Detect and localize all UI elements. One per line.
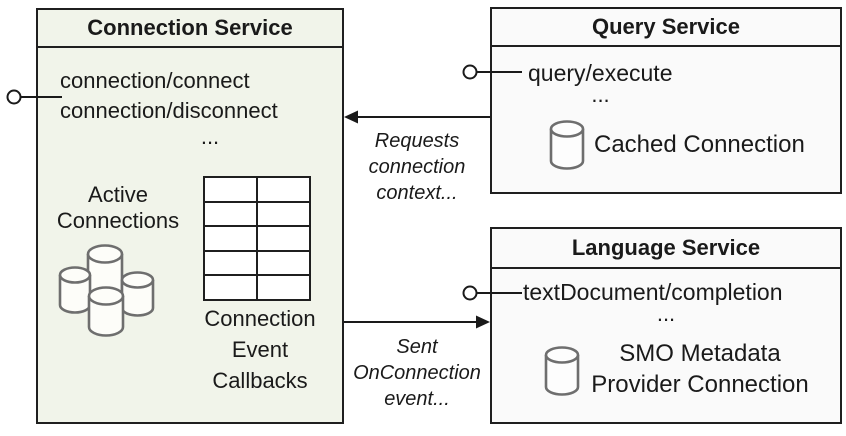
query-methods-ellipsis: ...: [591, 82, 610, 107]
language-service-box: Language Service: [490, 227, 842, 424]
sent-onconnection-event-arrow: [344, 315, 490, 329]
connection-method-disconnect: connection/disconnect: [60, 98, 278, 123]
language-methods-ellipsis: ...: [656, 301, 676, 326]
callbacks-table-icon: [203, 176, 311, 301]
language-method-completion: textDocument/completion: [523, 279, 783, 305]
query-service-title: Query Service: [492, 9, 840, 47]
cached-connection-label: Cached Connection: [594, 131, 805, 158]
active-connections-databases-icon: [58, 244, 155, 337]
cached-connection-database-icon: [549, 120, 585, 170]
smo-metadata-database-icon: [544, 346, 580, 396]
requests-connection-context-label: Requests connection context...: [368, 130, 466, 204]
connection-methods-ellipsis: ...: [200, 124, 220, 149]
query-method-execute: query/execute: [528, 60, 673, 86]
sent-onconnection-event-label: Sent OnConnection event...: [353, 336, 481, 410]
smo-metadata-provider-connection-label: SMO Metadata Provider Connection: [591, 340, 809, 398]
connection-event-callbacks-label: Connection Event Callbacks: [204, 306, 316, 393]
language-service-title: Language Service: [492, 229, 840, 269]
active-connections-label: Active Connections: [56, 182, 180, 233]
requests-connection-context-arrow: [344, 110, 490, 124]
connection-method-connect: connection/connect: [60, 68, 250, 93]
query-service-box: Query Service: [490, 7, 842, 194]
connection-service-title: Connection Service: [38, 10, 342, 48]
